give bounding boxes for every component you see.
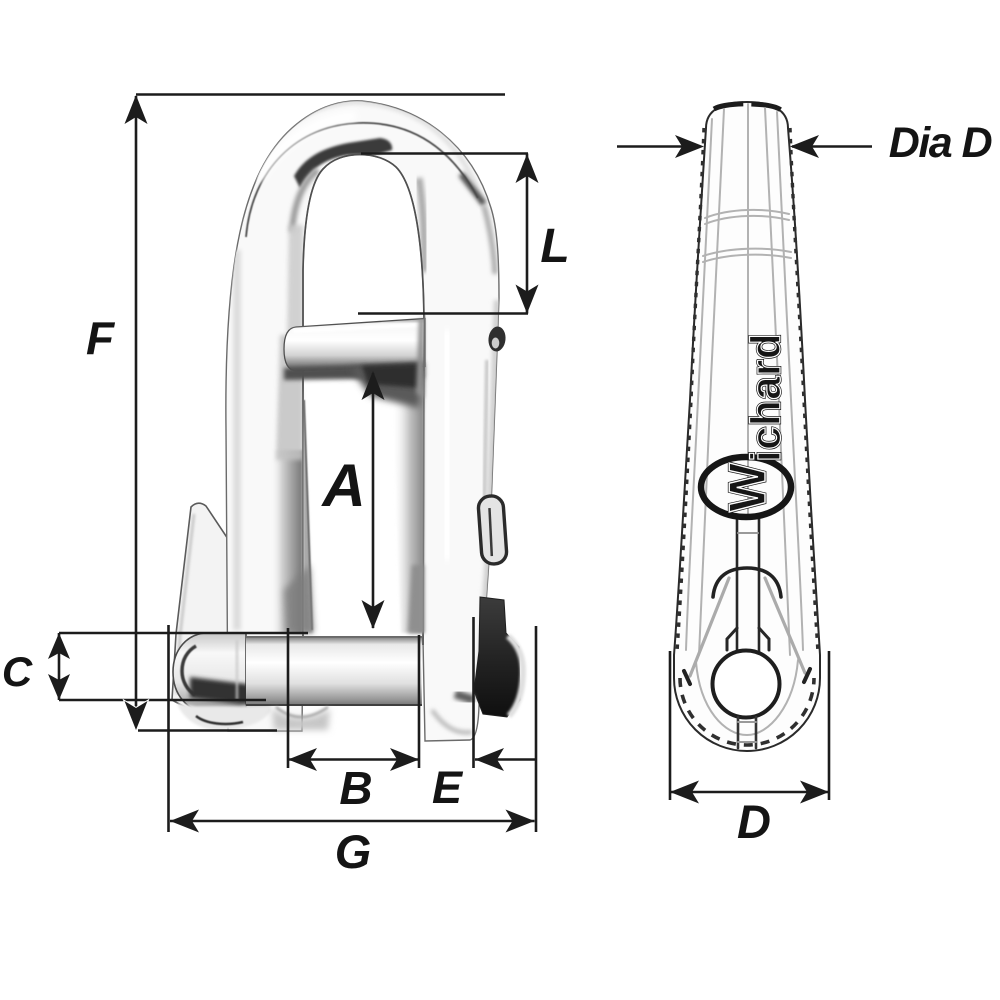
svg-text:W: W xyxy=(719,462,777,512)
svg-text:E: E xyxy=(432,762,464,813)
svg-text:ichard: ichard xyxy=(742,333,789,462)
svg-text:W: W xyxy=(719,462,777,512)
svg-text:A: A xyxy=(320,452,365,519)
svg-text:ichard: ichard xyxy=(742,333,789,462)
svg-text:F: F xyxy=(86,312,116,364)
svg-text:G: G xyxy=(335,825,372,878)
svg-text:L: L xyxy=(540,220,569,273)
svg-text:C: C xyxy=(2,648,33,695)
svg-text:B: B xyxy=(339,762,372,814)
svg-text:D: D xyxy=(737,795,771,848)
svg-text:Dia D: Dia D xyxy=(889,119,992,167)
